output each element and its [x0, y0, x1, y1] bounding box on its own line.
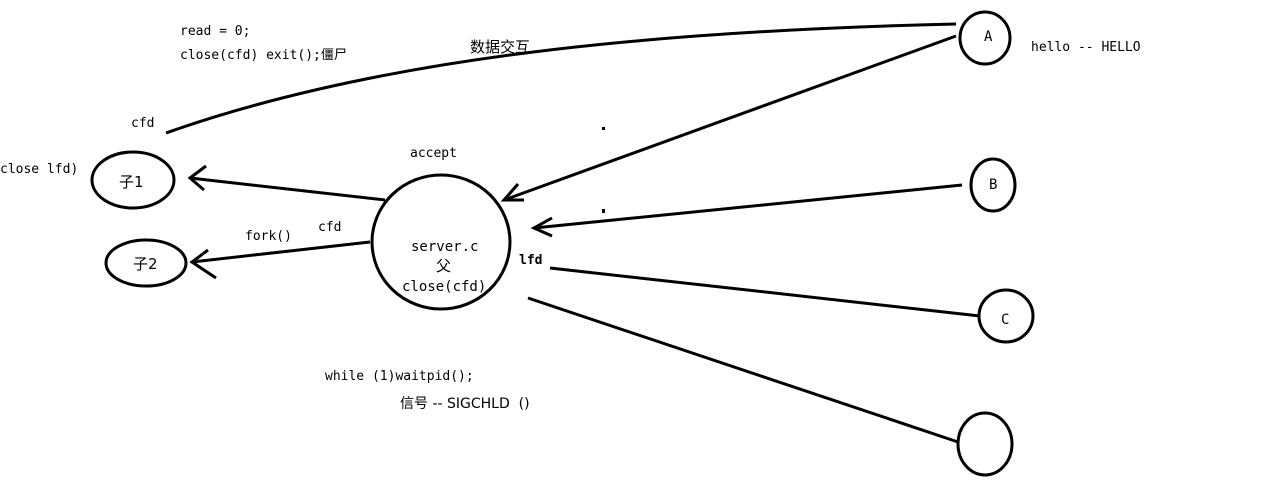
- client-a-label: A: [984, 29, 993, 45]
- child2-label: 子2: [133, 255, 158, 273]
- server-role-label: 父: [436, 257, 452, 275]
- cfd-top-label: cfd: [131, 116, 155, 131]
- connection-server-to-child1: [189, 176, 386, 202]
- child2-node: [104, 238, 188, 288]
- while-waitpid-label: while (1)waitpid();: [325, 369, 474, 384]
- client-d-node: [956, 411, 1014, 477]
- server-node: [370, 173, 512, 311]
- stray-dot-1: [602, 127, 605, 130]
- arrowhead-server-to-child2: [189, 248, 217, 280]
- child1-node: [90, 150, 176, 210]
- server-name-label: server.c: [411, 239, 479, 255]
- arrowhead-b-to-server: [530, 216, 553, 238]
- cfd-mid-label: cfd: [318, 220, 342, 235]
- connection-c-to-lfd: [549, 266, 981, 318]
- read-zero-label: read = 0;: [180, 24, 251, 39]
- stray-dot-2: [602, 209, 605, 213]
- data-exchange-label: 数据交互: [470, 38, 531, 56]
- hello-label: hello -- HELLO: [1031, 40, 1141, 55]
- connection-a-to-server: [503, 34, 957, 202]
- fork-label: fork(): [245, 229, 292, 244]
- child1-label: 子1: [119, 173, 144, 191]
- connection-server-to-child2: [191, 240, 371, 264]
- connection-d-to-server: [527, 296, 959, 444]
- signal-sigchld-label: 信号 -- SIGCHLD (): [400, 396, 530, 412]
- server-close-label: close(cfd): [402, 279, 487, 295]
- client-b-label: B: [989, 177, 998, 193]
- client-a-node: [958, 10, 1012, 66]
- connection-a-to-child1: [165, 22, 957, 135]
- arrowhead-a-to-server: [500, 183, 524, 202]
- arrowhead-server-to-child1: [187, 164, 207, 192]
- client-c-label: C: [1001, 312, 1010, 328]
- accept-label: accept: [410, 146, 457, 161]
- close-lfd-label: close lfd): [0, 162, 79, 177]
- client-c-node: [977, 288, 1035, 344]
- connection-b-to-server: [533, 183, 963, 230]
- client-b-node: [969, 157, 1017, 213]
- lfd-label: lfd: [519, 253, 543, 268]
- close-exit-zombie-label: close(cfd) exit();僵尸: [180, 48, 347, 63]
